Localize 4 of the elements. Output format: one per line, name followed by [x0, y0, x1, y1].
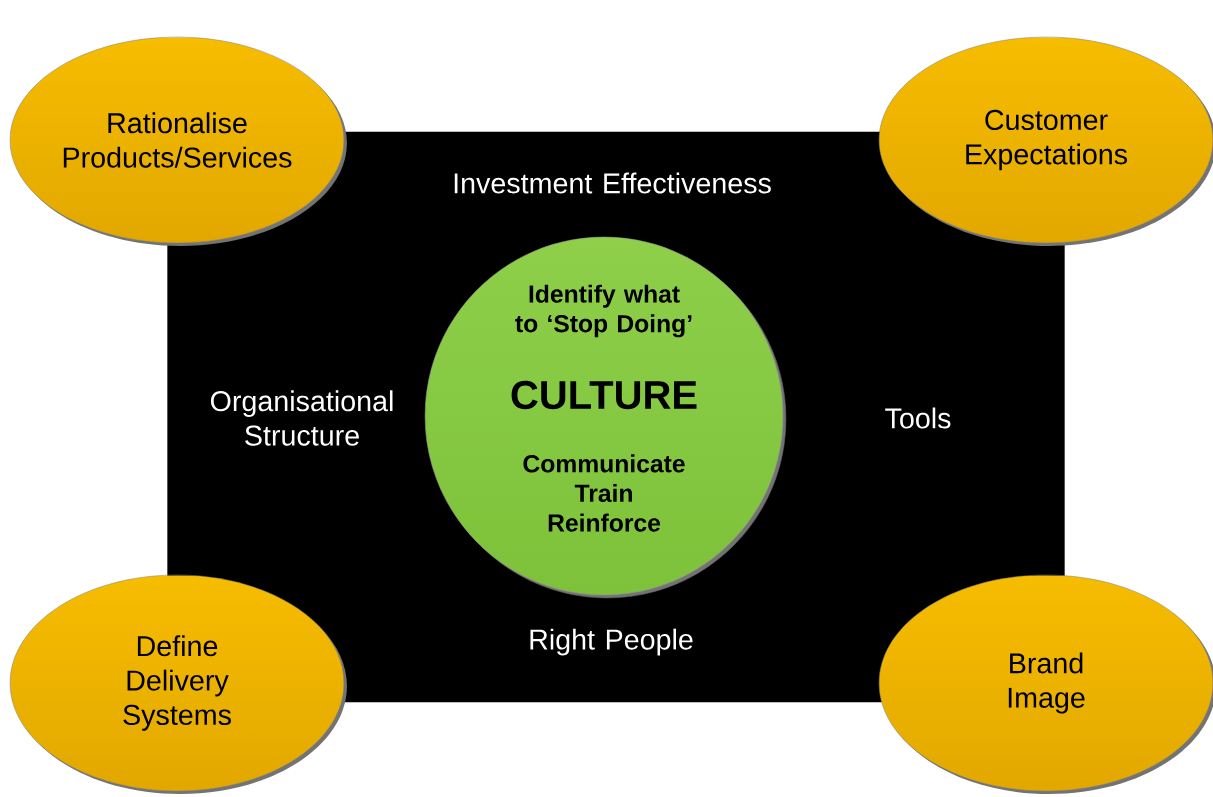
text-label: Organisational Structure — [210, 390, 393, 446]
text-label: Tools — [885, 407, 951, 429]
text-label: Investment Effectiveness — [454, 172, 771, 194]
text-label: Right People — [530, 628, 693, 656]
